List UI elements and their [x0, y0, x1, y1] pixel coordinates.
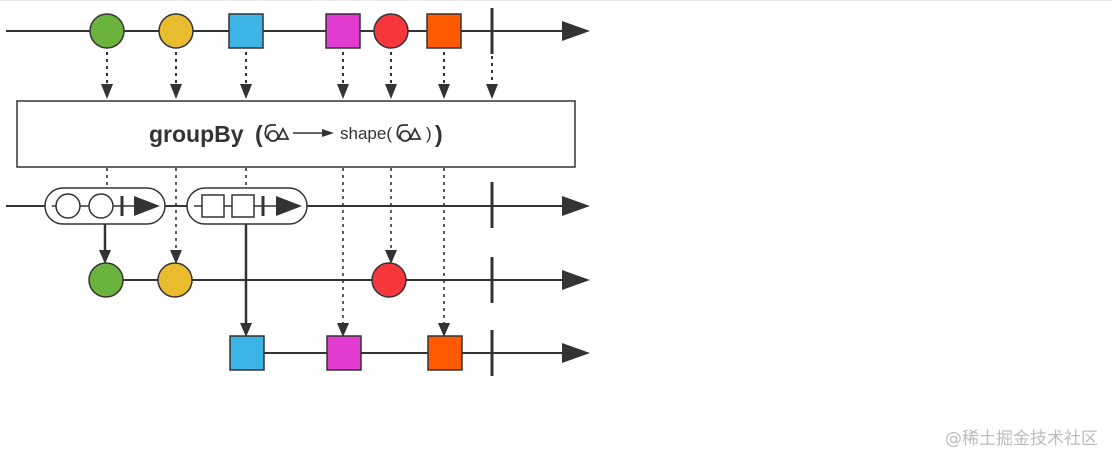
circle-group-yellow-circle — [157, 262, 193, 298]
operator-name: groupBy — [149, 121, 244, 147]
group-circle-marble-1 — [55, 193, 81, 219]
group-square-marble-1 — [201, 194, 225, 218]
output-timeline — [6, 182, 590, 228]
source-marble-yellow-circle — [158, 13, 194, 49]
source-marble-red-circle — [373, 13, 409, 49]
circle-group-red-circle — [371, 262, 407, 298]
square-group-arrowhead — [562, 343, 590, 363]
square-group-orange-square — [427, 335, 463, 371]
shape-function-label: shape( — [340, 124, 392, 143]
group-observable-squares — [186, 187, 308, 225]
output-arrowhead — [562, 196, 590, 216]
source-marble-magenta-square — [325, 13, 361, 49]
watermark: @稀土掘金技术社区 — [945, 429, 1098, 449]
shape-icon-arg — [396, 124, 422, 142]
operator-box: groupBy ( shape( ) ) — [16, 100, 576, 168]
group-arrowheads — [99, 250, 450, 337]
operator-box-frame — [16, 100, 576, 168]
source-arrowhead — [562, 21, 590, 41]
source-timeline — [6, 8, 590, 54]
operator-close-paren: ) — [435, 121, 443, 147]
square-group-magenta-square — [326, 335, 362, 371]
group-circle-marble-2 — [88, 193, 114, 219]
input-arrowheads — [101, 84, 498, 99]
input-arrows — [106, 52, 493, 96]
group-square-marble-2 — [231, 194, 255, 218]
shape-function-close: ) — [426, 124, 432, 143]
square-group-timeline — [229, 330, 590, 376]
square-group-blue-square — [229, 335, 265, 371]
circle-group-green-circle — [88, 262, 124, 298]
group-observable-circles — [44, 187, 166, 225]
source-marble-green-circle — [89, 13, 125, 49]
source-marble-orange-square — [426, 13, 462, 49]
circle-group-timeline — [88, 257, 590, 303]
shape-icon — [264, 124, 290, 142]
operator-open-paren: ( — [255, 121, 263, 147]
mapping-arrow-icon — [322, 129, 334, 137]
pass-through-lines — [106, 168, 445, 335]
circle-group-arrowhead — [562, 270, 590, 290]
source-marble-blue-square — [228, 13, 264, 49]
top-border — [0, 0, 1112, 1]
